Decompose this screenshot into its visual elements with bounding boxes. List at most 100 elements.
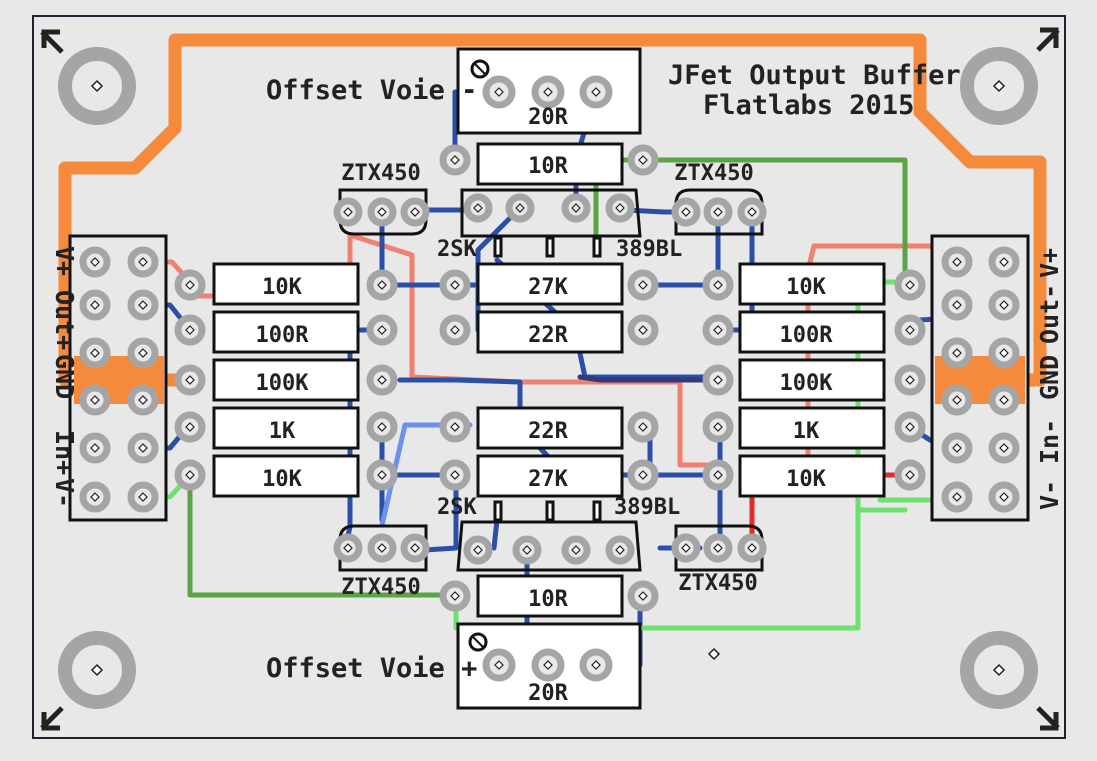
pad-center: [571, 545, 581, 555]
mounting-holes: [58, 47, 1038, 709]
r-center-27k-top: 27K: [528, 275, 568, 300]
pad-center: [377, 422, 387, 432]
pad-center: [905, 375, 915, 385]
pad-center: [138, 300, 148, 310]
trace-vplus: [58, 33, 1047, 387]
conn-left-vplus: V+: [50, 246, 79, 276]
pad-center: [138, 348, 148, 358]
pad-center: [450, 325, 460, 335]
jfet-bottom-left-label: 2SK: [437, 495, 477, 520]
pad-center: [638, 470, 648, 480]
r-right-1: 100R: [780, 323, 834, 348]
pad-center: [638, 422, 648, 432]
r-left-3: 1K: [269, 419, 296, 444]
trace-light-green: [145, 279, 955, 631]
ztx450-top-right: [674, 188, 764, 236]
pad-center: [90, 492, 100, 502]
pad-center: [90, 257, 100, 267]
r-right-2: 100K: [780, 371, 834, 396]
trace-green-left: [187, 472, 459, 598]
mounting-hole: [58, 631, 136, 709]
r-right-4: 10K: [786, 467, 826, 492]
jfet-bottom: [456, 520, 642, 572]
pad-center: [952, 300, 962, 310]
pad-center: [543, 87, 553, 97]
pad-center: [999, 492, 1009, 502]
pad-center: [905, 280, 915, 290]
pad-center: [450, 591, 460, 601]
pad-center: [638, 591, 648, 601]
pad-center: [185, 280, 195, 290]
ztx450-bottom-right-label: ZTX450: [678, 571, 757, 596]
pad-center: [713, 325, 723, 335]
pad-center: [377, 375, 387, 385]
r-left-0: 10K: [262, 275, 302, 300]
r-center-22r-top: 22R: [528, 323, 568, 348]
conn-right-vplus: V+: [1035, 248, 1064, 278]
pad-center: [138, 492, 148, 502]
pad-center: [905, 470, 915, 480]
trimmer-bottom-label: 20R: [528, 681, 568, 706]
pad-center: [410, 543, 420, 553]
pad-center: [952, 348, 962, 358]
pad-center: [473, 203, 483, 213]
pad-center: [999, 348, 1009, 358]
r-center-10r-bottom: 10R: [528, 587, 568, 612]
ztx450-bottom-left: [338, 524, 428, 572]
pad-center: [377, 543, 387, 553]
conn-left-inplus: In+: [50, 430, 79, 475]
pad-center: [952, 443, 962, 453]
r-left-1: 100R: [256, 323, 310, 348]
pad-center: [713, 422, 723, 432]
pad-center: [343, 543, 353, 553]
pad-center: [185, 422, 195, 432]
pad-center: [952, 395, 962, 405]
pad-center: [377, 325, 387, 335]
pad-center: [377, 207, 387, 217]
r-right-3: 1K: [793, 419, 820, 444]
offset-minus-label: Offset Voie -: [266, 75, 477, 106]
jfet-bottom-right-label: 389BL: [614, 495, 680, 520]
pad-center: [571, 203, 581, 213]
pad-center: [638, 325, 648, 335]
r-right-0: 10K: [786, 275, 826, 300]
header-pads: [74, 246, 1025, 513]
ztx450-top-left: [338, 188, 428, 236]
r-center-10r-top: 10R: [528, 154, 568, 179]
title-line1: JFet Output Buffer: [668, 60, 961, 91]
jfet-top-left-label: 2SK: [437, 237, 477, 262]
ztx450-top-right-label: ZTX450: [674, 161, 753, 186]
pad-center: [638, 155, 648, 165]
pad-center: [377, 280, 387, 290]
pad-center: [999, 257, 1009, 267]
jfet-top-right-label: 389BL: [616, 237, 682, 262]
component-pads: [174, 75, 926, 682]
pad-center: [522, 545, 532, 555]
pad-center: [999, 395, 1009, 405]
pad-center: [90, 443, 100, 453]
pad-center: [410, 207, 420, 217]
pad-center: [999, 443, 1009, 453]
pad-center: [343, 207, 353, 217]
r-left-2: 100K: [256, 371, 310, 396]
r-left-4: 10K: [262, 467, 302, 492]
ztx450-bottom-right: [674, 524, 764, 572]
pad-center: [515, 203, 525, 213]
pad-center: [138, 395, 148, 405]
title-line2: Flatlabs 2015: [703, 90, 914, 121]
r-center-22r-bottom: 22R: [528, 419, 568, 444]
pad-center: [185, 325, 195, 335]
conn-left-vminus: V-: [50, 478, 79, 508]
pad-center: [713, 207, 723, 217]
pad-center: [543, 660, 553, 670]
pad-center: [90, 395, 100, 405]
r-center-27k-bottom: 27K: [528, 467, 568, 492]
pad-center: [494, 660, 504, 670]
pad-center: [905, 422, 915, 432]
pad-center: [90, 348, 100, 358]
pad-center: [638, 280, 648, 290]
conn-left-gnd: GND: [50, 354, 79, 399]
pad-center: [450, 422, 460, 432]
pad-center: [747, 207, 757, 217]
